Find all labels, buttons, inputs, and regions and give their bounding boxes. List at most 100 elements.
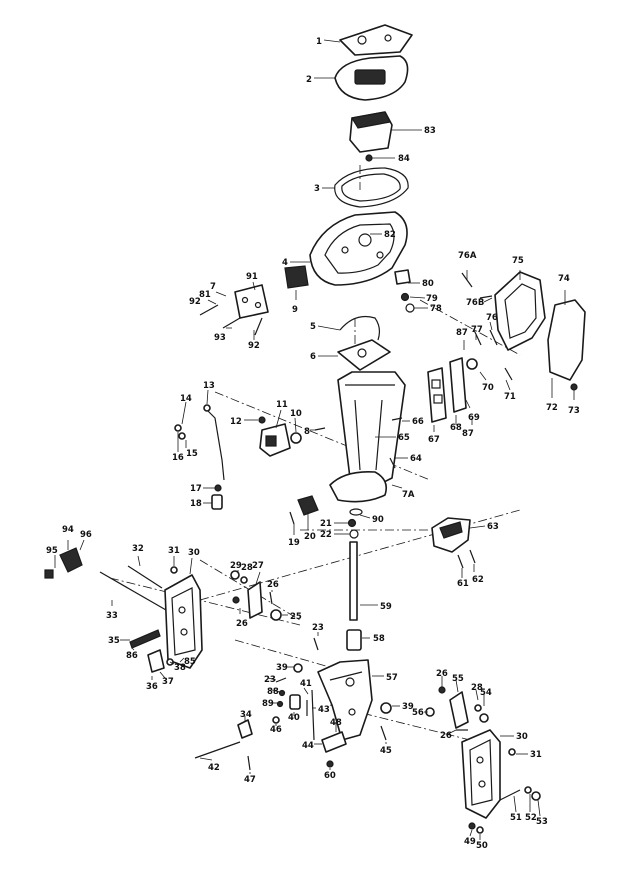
callout-68: 68: [450, 423, 462, 433]
callout-73: 73: [568, 406, 580, 416]
callout-77: 77: [471, 325, 483, 335]
part-25-bushing: [270, 609, 282, 621]
callout-92-upper: 92: [189, 297, 201, 307]
part-76b-screw: [479, 295, 493, 299]
callout-43: 43: [318, 705, 330, 715]
part-75-cover-frame: [494, 271, 546, 351]
callout-14: 14: [180, 394, 192, 404]
callout-54: 54: [480, 688, 492, 698]
callout-28-right: 28: [471, 683, 483, 693]
callout-39-left: 39: [276, 663, 288, 673]
callout-15: 15: [186, 449, 198, 459]
callout-37: 37: [162, 677, 174, 687]
part-26-screw-a: [269, 591, 273, 605]
callout-45: 45: [380, 746, 392, 756]
callout-63: 63: [487, 522, 499, 532]
callout-49: 49: [464, 837, 476, 847]
callout-84: 84: [398, 154, 410, 164]
callout-35: 35: [108, 636, 120, 646]
part-11-bracket: [259, 423, 291, 457]
part-23-screw-lower: [275, 677, 287, 683]
callout-96: 96: [80, 530, 92, 540]
callout-5: 5: [310, 322, 316, 332]
part-23-screw-upper: [313, 637, 319, 651]
part-28-54-washers: [474, 704, 489, 723]
callout-82: 82: [384, 230, 396, 240]
part-13-shift-rod: [203, 404, 225, 481]
part-64-screw: [389, 457, 396, 469]
part-39-bushing-left: [293, 663, 303, 673]
callout-13: 13: [203, 381, 215, 391]
callout-1: 1: [316, 37, 322, 47]
part-31-nut-left: [170, 566, 178, 574]
part-32-bolt: [127, 565, 163, 589]
part-71-pin: [504, 367, 513, 381]
callout-36: 36: [146, 682, 158, 692]
callout-51: 51: [510, 813, 522, 823]
callout-8: 8: [304, 427, 310, 437]
callout-19: 19: [288, 538, 300, 548]
part-74-cover-plate: [547, 299, 586, 381]
callout-53: 53: [536, 817, 548, 827]
part-46-nut: [272, 716, 280, 724]
callout-76: 76: [486, 313, 498, 323]
callout-90: 90: [372, 515, 384, 525]
part-19-screw: [289, 511, 295, 525]
callout-48: 48: [330, 718, 342, 728]
part-30-clamp-bracket-right: [461, 729, 501, 819]
part-6-plate: [337, 339, 391, 371]
part-27-link: [247, 581, 263, 619]
part-91-bracket: [234, 284, 269, 319]
callout-4: 4: [282, 258, 288, 268]
callout-27: 27: [252, 561, 264, 571]
callout-10: 10: [290, 409, 302, 419]
callout-labels: 1 2 83 84 3 82 4 76A 75 74 80 79 78 76B …: [46, 37, 580, 851]
callout-87-upper: 87: [456, 328, 468, 338]
callout-28-left: 28: [241, 563, 253, 573]
callout-11: 11: [276, 400, 288, 410]
callout-17: 17: [190, 484, 202, 494]
callout-44: 44: [302, 741, 314, 751]
part-67-plate: [427, 367, 447, 423]
part-77-76-bolts: [473, 329, 498, 346]
part-80-fitting: [394, 269, 411, 285]
callout-26-d: 26: [440, 731, 452, 741]
part-39-bushing-right: [380, 702, 392, 714]
part-66-screw: [391, 417, 403, 421]
part-26-pin-b: [232, 596, 240, 604]
callout-89: 89: [262, 699, 274, 709]
callout-26-a: 26: [267, 580, 279, 590]
part-29-28-washers: [230, 570, 248, 584]
callout-86: 86: [126, 651, 138, 661]
callout-56: 56: [412, 708, 424, 718]
callout-40: 40: [288, 713, 300, 723]
part-70-bushing: [466, 358, 478, 370]
part-48-44-clip: [321, 731, 347, 753]
callout-92-lower: 92: [248, 341, 260, 351]
callout-67: 67: [428, 435, 440, 445]
callout-22: 22: [320, 530, 332, 540]
callout-12: 12: [230, 417, 242, 427]
callout-58: 58: [373, 634, 385, 644]
callout-70: 70: [482, 383, 494, 393]
callout-29: 29: [230, 561, 242, 571]
part-78-washer: [405, 303, 415, 313]
callout-33: 33: [106, 611, 118, 621]
callout-38: 38: [174, 663, 186, 673]
part-8-screw: [314, 427, 326, 431]
part-31-nut-right: [508, 748, 516, 756]
callout-74: 74: [558, 274, 570, 284]
callout-57: 57: [386, 673, 398, 683]
callout-87-lower: 87: [462, 429, 474, 439]
callout-93: 93: [214, 333, 226, 343]
callout-79: 79: [426, 294, 438, 304]
callout-83: 83: [424, 126, 436, 136]
callout-2: 2: [306, 75, 312, 85]
part-20-mount: [297, 495, 319, 516]
callout-26-b: 26: [236, 619, 248, 629]
part-3-gasket: [334, 167, 409, 208]
part-18-sleeve: [211, 494, 223, 510]
part-40-block: [289, 694, 301, 710]
